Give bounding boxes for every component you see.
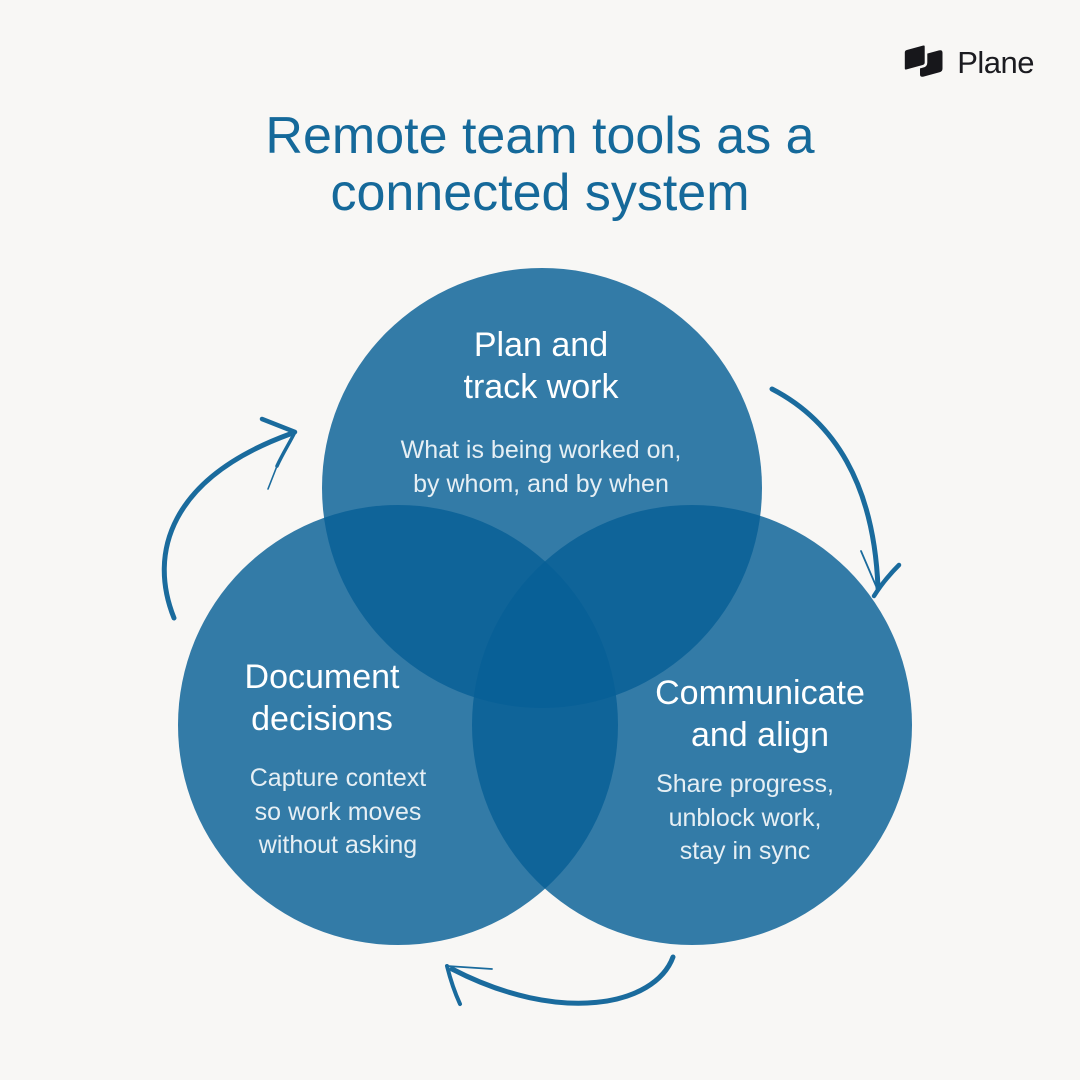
- communicate-description: Share progress, unblock work, stay in sy…: [656, 770, 834, 865]
- arrow-up-icon: [161, 416, 298, 621]
- document-heading: Document decisions: [244, 658, 400, 739]
- document-description: Capture context so work moves without as…: [249, 764, 427, 859]
- plane-logo: Plane: [898, 42, 1034, 82]
- plane-logo-label: Plane: [957, 44, 1034, 80]
- arrow-down-icon: [769, 386, 902, 599]
- venn-circle-communicate: [472, 505, 912, 945]
- page-title: Remote team tools as a connected system: [265, 107, 815, 223]
- arrow-left-icon: [445, 954, 676, 1006]
- plan-heading: Plan and track work: [463, 326, 619, 407]
- communicate-heading: Communicate and align: [655, 674, 865, 755]
- plane-logo-icon: [898, 42, 948, 82]
- plan-description: What is being worked on, by whom, and by…: [400, 436, 682, 498]
